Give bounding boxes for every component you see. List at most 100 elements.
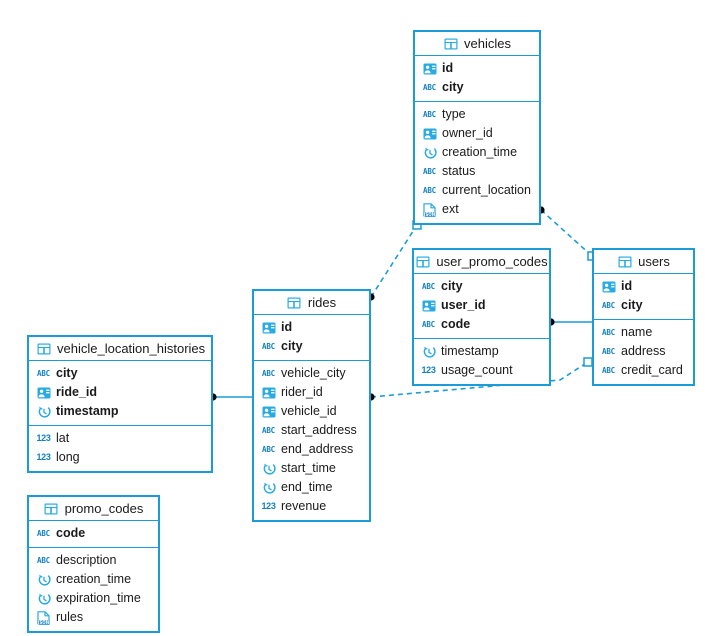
relationship-user-promo-codes-to-users[interactable] (547, 318, 592, 326)
field-row[interactable]: id (415, 59, 539, 78)
abc-string-icon: ABC (262, 425, 275, 435)
field-name: ride_id (56, 385, 97, 400)
abc-string-icon: ABC (602, 346, 615, 356)
clock-icon (422, 146, 437, 160)
id-card-icon (261, 386, 276, 400)
field-row[interactable]: ABC address (594, 342, 693, 361)
abc-string-icon: ABC (602, 365, 615, 375)
field-row[interactable]: id (254, 318, 369, 337)
id-card-icon (601, 280, 616, 294)
field-name: start_time (281, 461, 336, 476)
field-name: usage_count (441, 363, 513, 378)
entity-header-vehicle_location_histories[interactable]: vehicle_location_histories (29, 337, 211, 361)
field-name: city (442, 80, 464, 95)
abc-string-icon: ABC (423, 166, 436, 176)
relationship-vehicle-location-histories-to-rides[interactable] (209, 393, 252, 401)
entity-title-user_promo_codes: user_promo_codes (436, 254, 548, 269)
field-name: expiration_time (56, 591, 141, 606)
field-name: rules (56, 610, 84, 625)
field-row[interactable]: ABC code (414, 315, 549, 334)
field-name: creation_time (442, 145, 518, 160)
field-row[interactable]: 123 revenue (254, 497, 369, 516)
clock-icon (261, 462, 276, 476)
entity-title-promo_codes: promo_codes (64, 501, 144, 516)
abc-string-icon: ABC (423, 82, 436, 92)
table-icon (36, 342, 51, 356)
field-row[interactable]: id (594, 277, 693, 296)
entity-title-vehicle_location_histories: vehicle_location_histories (57, 341, 206, 356)
field-row[interactable]: user_id (414, 296, 549, 315)
123-number-icon: 123 (261, 501, 276, 511)
field-name: timestamp (56, 404, 119, 419)
id-card-icon (36, 386, 51, 400)
field-row[interactable]: ABC credit_card (594, 361, 693, 380)
id-card-icon (261, 321, 276, 335)
field-row[interactable]: timestamp (414, 342, 549, 361)
json-document-icon: JSON (422, 202, 437, 217)
field-name: ext (442, 202, 459, 217)
abc-string-icon: ABC (422, 319, 435, 329)
field-name: revenue (281, 499, 327, 514)
entity-header-rides[interactable]: rides (254, 291, 369, 315)
field-name: code (441, 317, 471, 332)
id-card-icon (422, 127, 437, 141)
entity-header-users[interactable]: users (594, 250, 693, 274)
field-row[interactable]: timestamp (29, 402, 211, 421)
clock-icon (421, 345, 436, 359)
abc-string-icon: ABC (262, 444, 275, 454)
field-row[interactable]: JSON ext (415, 200, 539, 219)
field-name: id (442, 61, 454, 76)
field-row[interactable]: vehicle_id (254, 402, 369, 421)
field-name: address (621, 344, 666, 359)
field-name: credit_card (621, 363, 683, 378)
field-name: code (56, 526, 86, 541)
field-row[interactable]: expiration_time (29, 589, 158, 608)
field-row[interactable]: creation_time (415, 143, 539, 162)
entity-title-rides: rides (307, 295, 337, 310)
field-name: city (281, 339, 303, 354)
field-row[interactable]: start_time (254, 459, 369, 478)
entity-header-vehicles[interactable]: vehicles (415, 32, 539, 56)
entity-header-user_promo_codes[interactable]: user_promo_codes (414, 250, 549, 274)
field-row[interactable]: ABC city (415, 78, 539, 97)
field-row[interactable]: rider_id (254, 383, 369, 402)
field-name: end_time (281, 480, 333, 495)
entity-header-promo_codes[interactable]: promo_codes (29, 497, 158, 521)
field-name: current_location (442, 183, 531, 198)
field-row[interactable]: creation_time (29, 570, 158, 589)
field-row[interactable]: ride_id (29, 383, 211, 402)
field-name: vehicle_id (281, 404, 337, 419)
field-row[interactable]: owner_id (415, 124, 539, 143)
entity-title-vehicles: vehicles (464, 36, 511, 51)
relationship-endpoint-square (583, 357, 593, 367)
field-row[interactable]: end_time (254, 478, 369, 497)
